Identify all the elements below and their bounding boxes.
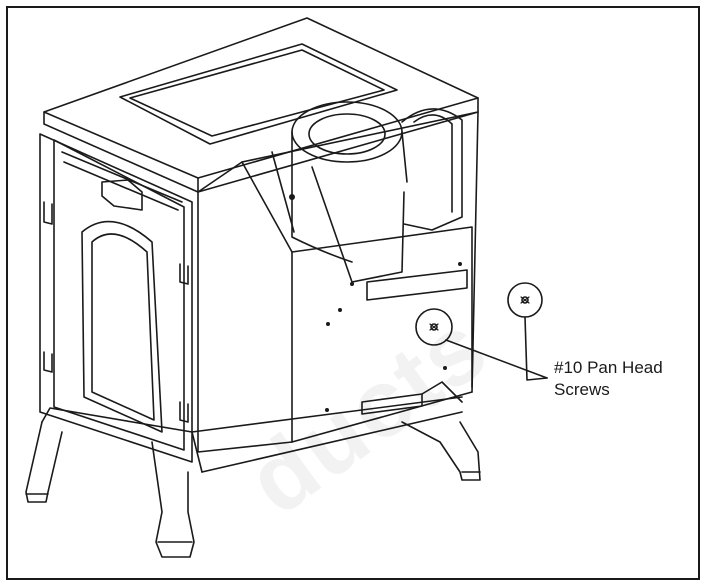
stove-legs xyxy=(25,396,481,558)
leader-line-1 xyxy=(445,339,548,379)
callout-line-2: Screws xyxy=(554,380,610,399)
leader-line-2 xyxy=(524,316,548,381)
stove-top xyxy=(43,17,479,193)
screws-callout-label: #10 Pan Head Screws xyxy=(554,357,663,401)
callout-line-1: #10 Pan Head xyxy=(554,358,663,377)
stove-side xyxy=(197,111,479,453)
screw-callouts xyxy=(415,282,548,381)
figure-frame: ducts xyxy=(6,6,700,580)
stove-front xyxy=(39,133,193,463)
exhaust-assembly xyxy=(291,101,463,283)
stove-drawing xyxy=(25,17,548,558)
panel-bolts xyxy=(289,194,462,412)
screw-detail-circle-1 xyxy=(415,308,453,346)
